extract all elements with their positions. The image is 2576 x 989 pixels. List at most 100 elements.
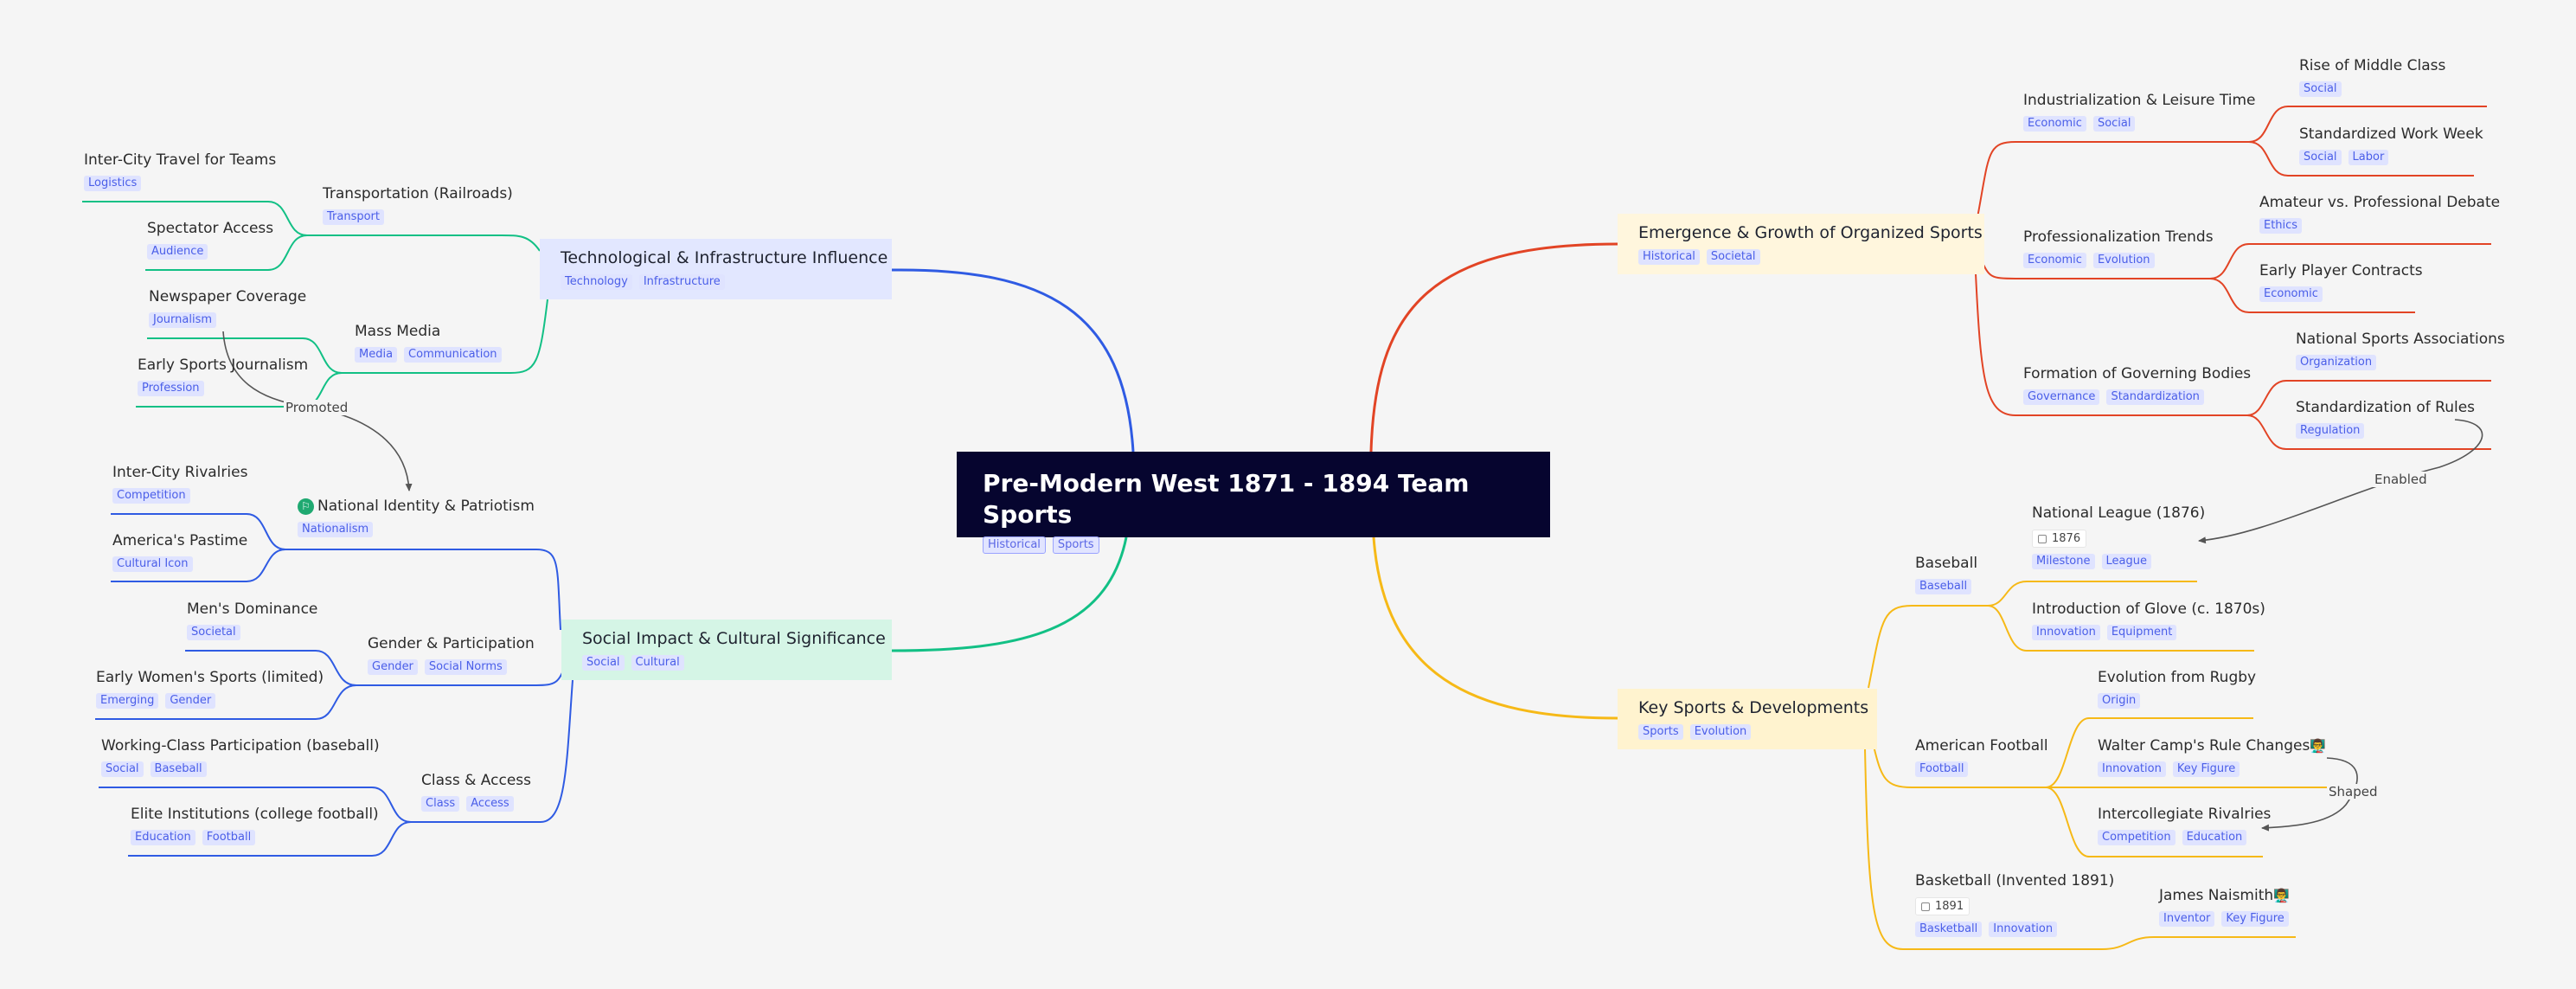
tag: Origin [2098, 693, 2141, 709]
topic-emergence[interactable]: Emergence & Growth of Organized Sports H… [1618, 214, 1984, 274]
topic-debate[interactable]: Amateur vs. Professional Debate Ethics [2259, 193, 2500, 234]
topic-gender[interactable]: Gender & Participation Gender Social Nor… [368, 634, 535, 675]
edge-tech-media [342, 299, 548, 374]
edge-identity-rivalries [111, 513, 286, 550]
topic-label: Key Sports & Developments [1638, 698, 1869, 717]
flag-icon: ⚐ [298, 498, 314, 515]
topic-label: Early Women's Sports (limited) [96, 669, 324, 686]
topic-social[interactable]: Social Impact & Cultural Significance So… [561, 620, 892, 680]
topic-tech[interactable]: Technological & Infrastructure Influence… [540, 239, 892, 299]
topic-glove[interactable]: Introduction of Glove (c. 1870s) Innovat… [2032, 600, 2265, 640]
topic-media[interactable]: Mass Media Media Communication [355, 322, 502, 363]
tag: Baseball [1915, 579, 1972, 594]
topic-tags: Social Labor [2299, 150, 2483, 165]
topic-label: America's Pastime [112, 532, 248, 549]
topic-rugby[interactable]: Evolution from Rugby Origin [2098, 668, 2256, 709]
topic-tags: Origin [2098, 693, 2256, 709]
topic-tags: Audience [147, 244, 273, 260]
topic-label: Men's Dominance [187, 600, 318, 618]
topic-tags: Governance Standardization [2023, 389, 2251, 405]
topic-camp[interactable]: Walter Camp's Rule Changes👨‍🏫 Innovation… [2098, 736, 2326, 777]
tag: Transport [323, 209, 385, 225]
topic-contracts[interactable]: Early Player Contracts Economic [2259, 261, 2423, 302]
topic-key[interactable]: Key Sports & Developments Sports Evoluti… [1618, 689, 1877, 749]
topic-week[interactable]: Standardized Work Week Social Labor [2299, 125, 2483, 165]
topic-journalism[interactable]: Early Sports Journalism Profession [138, 356, 308, 396]
topic-gov[interactable]: Formation of Governing Bodies Governance… [2023, 364, 2251, 405]
topic-travel[interactable]: Inter-City Travel for Teams Logistics [84, 151, 276, 191]
topic-label: Introduction of Glove (c. 1870s) [2032, 600, 2265, 618]
topic-spectator[interactable]: Spectator Access Audience [147, 219, 273, 260]
topic-tags: Football [1915, 761, 2048, 777]
topic-inter[interactable]: Intercollegiate Rivalries Competition Ed… [2098, 805, 2271, 845]
topic-label: Baseball [1915, 555, 1978, 572]
edge-rail-travel [82, 201, 308, 236]
topic-women[interactable]: Early Women's Sports (limited) Emerging … [96, 668, 324, 709]
topic-tags: Cultural Icon [112, 556, 247, 572]
topic-rivalries[interactable]: Inter-City Rivalries Competition [112, 463, 247, 504]
topic-rail[interactable]: Transportation (Railroads) Transport [323, 184, 513, 225]
topic-naismith[interactable]: James Naismith👨‍🏫 Inventor Key Figure [2159, 886, 2290, 927]
topic-tags: Journalism [149, 312, 306, 328]
topic-pastime[interactable]: America's Pastime Cultural Icon [112, 531, 247, 572]
edge-gender-women [95, 684, 357, 720]
tag: Social [2299, 150, 2342, 165]
topic-rules[interactable]: Standardization of Rules Regulation [2296, 398, 2475, 439]
topic-working[interactable]: Working-Class Participation (baseball) S… [101, 736, 380, 777]
tag: Evolution [1689, 724, 1752, 740]
tag: Historical [983, 536, 1046, 554]
edge-root-tech [891, 268, 1135, 453]
edge-social-identity [285, 549, 561, 631]
tag: Evolution [2092, 253, 2155, 268]
topic-label: Transportation (Railroads) [323, 185, 513, 202]
teacher-icon: 👨‍🏫 [2273, 888, 2290, 903]
topic-tags: Societal [187, 625, 317, 640]
topic-tags: Economic Social [2023, 116, 2256, 132]
edge-emergence-gov [1975, 273, 2247, 416]
tag: Social [101, 761, 144, 777]
root-node[interactable]: Pre-Modern West 1871 - 1894 Team Sports … [957, 452, 1550, 554]
tag: Regulation [2296, 423, 2365, 439]
topic-label: Gender & Participation [368, 635, 535, 652]
topic-label: National Sports Associations [2296, 331, 2505, 348]
topic-tags: Nationalism [298, 522, 535, 537]
topic-tags: Competition Education [2098, 830, 2271, 845]
tag: Cultural Icon [112, 556, 193, 572]
edge-emergence-industrial [1975, 141, 2249, 228]
topic-men[interactable]: Men's Dominance Societal [187, 600, 317, 640]
topic-class[interactable]: Class & Access Class Access [421, 771, 531, 812]
tag: Innovation [1989, 922, 2058, 937]
topic-newspaper[interactable]: Newspaper Coverage Journalism [149, 287, 306, 328]
topic-label: Formation of Governing Bodies [2023, 365, 2252, 382]
edge-key-basketball [1864, 748, 2102, 950]
edge-key-baseball [1868, 605, 1988, 689]
topic-label: Mass Media [355, 323, 441, 340]
topic-label: Social Impact & Cultural Significance [582, 629, 886, 648]
tag: Milestone [2032, 554, 2095, 569]
edge-social-class [411, 679, 574, 823]
calendar-icon [2038, 534, 2047, 543]
tag: Audience [147, 244, 208, 260]
topic-pro[interactable]: Professionalization Trends Economic Evol… [2023, 228, 2214, 268]
tag: Journalism [149, 312, 217, 328]
topic-football[interactable]: American Football Football [1915, 736, 2048, 777]
topic-assoc[interactable]: National Sports Associations Organizatio… [2296, 330, 2505, 370]
tag: Key Figure [2221, 911, 2289, 927]
topic-identity[interactable]: ⚐National Identity & Patriotism National… [298, 497, 535, 537]
topic-tags: Technology Infrastructure [561, 274, 871, 290]
tag: Logistics [84, 176, 142, 191]
topic-tags: Economic Evolution [2023, 253, 2214, 268]
topic-elite[interactable]: Elite Institutions (college football) Ed… [131, 805, 379, 845]
tag: Economic [2259, 286, 2323, 302]
topic-tags: Basketball Innovation [1915, 922, 2114, 937]
topic-baseball[interactable]: Baseball Baseball [1915, 554, 1977, 594]
topic-basketball[interactable]: Basketball (Invented 1891) 1891 Basketba… [1915, 871, 2114, 937]
tag: Sports [1638, 724, 1683, 740]
topic-league[interactable]: National League (1876) 1876 Milestone Le… [2032, 504, 2205, 569]
edge-industrial-week [2248, 141, 2474, 177]
edge-root-key [1372, 536, 1618, 720]
edge-key-football [1873, 745, 2046, 788]
topic-label: Inter-City Rivalries [112, 464, 248, 481]
topic-industrial[interactable]: Industrialization & Leisure Time Economi… [2023, 91, 2256, 132]
topic-middle[interactable]: Rise of Middle Class Social [2299, 56, 2445, 97]
